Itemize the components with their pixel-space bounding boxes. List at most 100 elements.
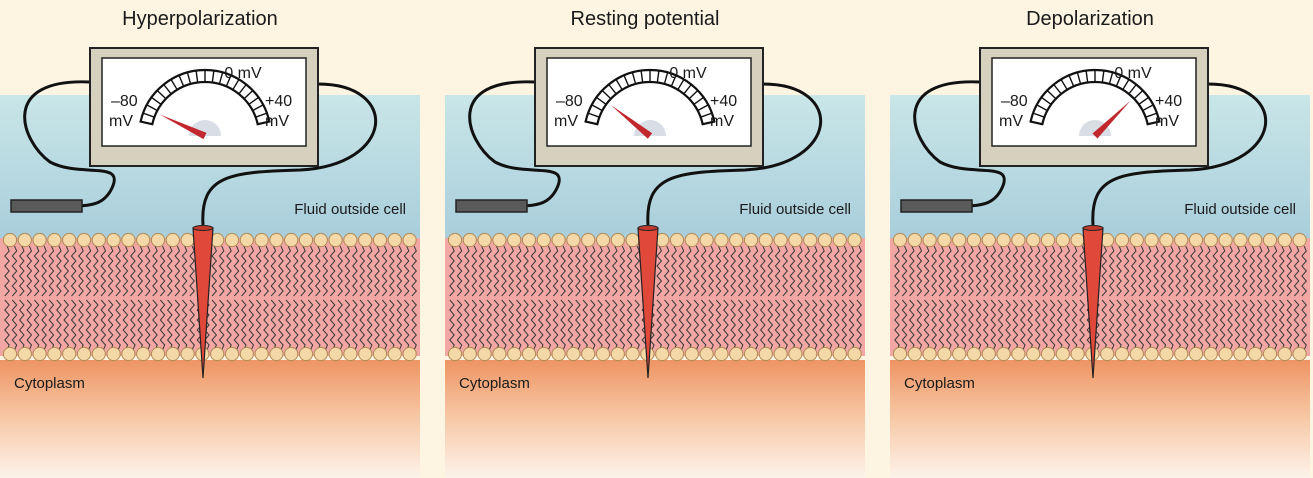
- phospholipid-head: [714, 346, 729, 362]
- lipid-tails: [4, 245, 417, 351]
- phospholipid-head: [966, 232, 982, 248]
- phospholipid-head: [566, 346, 581, 362]
- phospholipid-head: [62, 346, 77, 362]
- phospholipid-head: [254, 346, 269, 362]
- phospholipid-head: [937, 232, 952, 248]
- phospholipid-head: [551, 232, 566, 248]
- phospholipid-head: [32, 232, 47, 248]
- phospholipid-head: [2, 346, 18, 362]
- phospholipid-head: [684, 346, 699, 362]
- cytoplasm-region: [445, 360, 865, 478]
- phospholipid-head: [121, 346, 136, 362]
- phospholipid-head: [817, 346, 833, 362]
- phospholipid-head: [492, 346, 507, 362]
- phospholipid-head: [729, 346, 744, 362]
- phospholipid-heads: [2, 232, 417, 362]
- phospholipid-head: [1011, 232, 1026, 248]
- phospholipid-head: [907, 232, 922, 248]
- phospholipid-head: [1248, 232, 1263, 248]
- phospholipid-head: [1262, 232, 1278, 248]
- phospholipid-head: [1055, 232, 1070, 248]
- phospholipid-head: [847, 232, 862, 248]
- phospholipid-heads: [892, 232, 1307, 362]
- phospholipid-head: [447, 346, 463, 362]
- phospholipid-head: [136, 346, 151, 362]
- phospholipid-head: [1159, 232, 1174, 248]
- panel-title: Resting potential: [571, 8, 720, 30]
- label-cytoplasm: Cytoplasm: [904, 375, 975, 392]
- phospholipid-head: [210, 346, 225, 362]
- phospholipid-head: [743, 346, 759, 362]
- phospholipid-head: [17, 232, 32, 248]
- phospholipid-head: [1262, 346, 1278, 362]
- phospholipid-head: [1055, 346, 1070, 362]
- dial-ticks: [1030, 70, 1160, 125]
- phospholipid-head: [1114, 232, 1130, 248]
- phospholipid-head: [1144, 346, 1159, 362]
- phospholipid-head: [699, 346, 714, 362]
- cytoplasm-region: [0, 360, 420, 478]
- phospholipid-head: [91, 346, 106, 362]
- phospholipid-head: [1203, 232, 1218, 248]
- dial-label-min: –80: [1001, 93, 1028, 110]
- cytoplasm-region: [890, 360, 1310, 478]
- label-fluid-outside-cell: Fluid outside cell: [1184, 201, 1296, 218]
- phospholipid-head: [610, 232, 625, 248]
- phospholipid-head: [477, 346, 492, 362]
- microelectrode-tip-top: [1082, 225, 1104, 231]
- phospholipid-head: [1277, 346, 1292, 362]
- phospholipid-head: [1188, 232, 1204, 248]
- phospholipid-head: [669, 346, 685, 362]
- dial-ticks: [585, 70, 715, 125]
- phospholipid-head: [224, 232, 240, 248]
- reference-wire: [913, 80, 1006, 208]
- phospholipid-head: [773, 232, 788, 248]
- phospholipid-head: [1100, 346, 1115, 362]
- phospholipid-head: [106, 346, 121, 362]
- phospholipid-head: [610, 346, 625, 362]
- phospholipid-head: [803, 346, 818, 362]
- electrode-wire: [646, 82, 823, 226]
- phospholipid-head: [224, 346, 240, 362]
- phospholipid-head: [581, 346, 596, 362]
- phospholipid-head: [1011, 346, 1026, 362]
- reference-electrode: [900, 199, 973, 213]
- phospholipid-head: [1233, 232, 1248, 248]
- phospholipid-head: [625, 346, 640, 362]
- phospholipid-head: [343, 346, 358, 362]
- dial-label-min-unit: mV: [999, 113, 1023, 130]
- phospholipid-head: [150, 232, 166, 248]
- phospholipid-head: [817, 232, 833, 248]
- dial-label-min: –80: [111, 93, 138, 110]
- phospholipid-head: [1070, 346, 1085, 362]
- dial-label-min-unit: mV: [554, 113, 578, 130]
- phospholipid-head: [981, 346, 996, 362]
- meter-needle: [610, 104, 653, 139]
- phospholipid-head: [62, 232, 77, 248]
- phospholipid-head: [743, 232, 759, 248]
- microelectrode-tip-top: [637, 225, 659, 231]
- dial-label-max: +40: [265, 93, 292, 110]
- phospholipid-head: [1040, 232, 1056, 248]
- phospholipid-head: [1026, 232, 1041, 248]
- label-cytoplasm: Cytoplasm: [14, 375, 85, 392]
- microelectrode-tip-top: [192, 225, 214, 231]
- phospholipid-head: [669, 232, 685, 248]
- phospholipid-head: [952, 346, 967, 362]
- dial-label-max-unit: mV: [1155, 113, 1179, 130]
- meter-needle: [159, 114, 207, 140]
- phospholipid-head: [447, 232, 463, 248]
- dial-label-max: +40: [710, 93, 737, 110]
- phospholipid-head: [387, 232, 402, 248]
- phospholipid-head: [699, 232, 714, 248]
- phospholipid-head: [1248, 346, 1263, 362]
- phospholipid-head: [551, 346, 566, 362]
- phospholipid-head: [952, 232, 967, 248]
- phospholipid-head: [536, 232, 551, 248]
- phospholipid-head: [76, 232, 92, 248]
- phospholipid-head: [165, 346, 180, 362]
- phospholipid-head: [536, 346, 551, 362]
